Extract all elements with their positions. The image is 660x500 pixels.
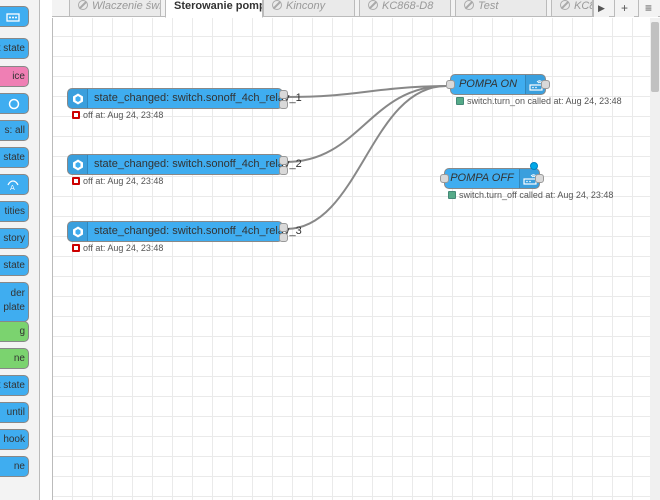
state-changed-node-relay-3[interactable]: state_changed: switch.sonoff_4ch_relay_3	[67, 221, 302, 242]
node-status: switch.turn_on called at: Aug 24, 23:48	[456, 96, 622, 106]
palette-node-call-service[interactable]: ice	[0, 66, 29, 87]
output-port[interactable]	[279, 90, 288, 99]
palette-node-webhook[interactable]: hook	[0, 429, 29, 450]
disabled-icon	[464, 0, 474, 10]
palette-node-circle[interactable]	[0, 93, 29, 114]
node-status: off at: Aug 24, 23:48	[72, 176, 163, 186]
router-icon	[525, 75, 545, 94]
call-service-node-pompa-on[interactable]: POMPA ON	[450, 74, 546, 95]
chevron-right-icon: ▶	[598, 3, 605, 13]
palette-node-trigger-state[interactable]: t state	[0, 375, 29, 396]
node-status: switch.turn_off called at: Aug 24, 23:48	[448, 190, 613, 200]
tab-kincony[interactable]: Kincony	[263, 0, 355, 17]
palette-node-render-template[interactable]: der plate	[0, 282, 29, 322]
disabled-icon	[78, 0, 88, 10]
output-port[interactable]	[541, 80, 550, 89]
palette-node-wait-until[interactable]: until	[0, 402, 29, 423]
tab-sterowanie-pompa[interactable]: Sterowanie pompa	[165, 0, 263, 18]
svg-text:A: A	[10, 184, 15, 191]
status-ok-icon	[456, 97, 464, 105]
node-status: off at: Aug 24, 23:48	[72, 243, 163, 253]
node-status: off at: Aug 24, 23:48	[72, 110, 163, 120]
palette-node-sensor[interactable]: g	[0, 321, 29, 342]
status-ok-icon	[448, 191, 456, 199]
tab-wlaczenie-swiatel[interactable]: Wlaczenie świateł	[69, 0, 161, 17]
hexagon-icon	[68, 89, 88, 108]
vertical-scrollbar[interactable]	[650, 18, 660, 500]
palette-node-zone[interactable]: A	[0, 174, 29, 195]
tab-kc868-d8[interactable]: KC868-D8	[359, 0, 451, 17]
list-icon: ≡	[644, 1, 652, 15]
palette-node-events-all[interactable]: s: all	[0, 120, 29, 141]
palette-node-events-state[interactable]: state	[0, 147, 29, 168]
node-changed-indicator	[530, 162, 538, 170]
list-flows-button[interactable]: ≡	[638, 0, 658, 17]
status-off-icon	[72, 244, 80, 252]
palette-node-zone-time[interactable]: ne	[0, 456, 29, 477]
hexagon-icon	[68, 222, 88, 241]
node-palette: t state ice s: all state A tities story …	[0, 0, 40, 500]
state-changed-node-relay-1[interactable]: state_changed: switch.sonoff_4ch_relay_1	[67, 88, 302, 109]
output-port[interactable]	[279, 233, 288, 242]
circle-icon	[8, 98, 20, 109]
zone-icon: A	[7, 179, 19, 191]
tab-kc8[interactable]: KC8	[551, 0, 593, 17]
status-off-icon	[72, 111, 80, 119]
palette-node-current-state[interactable]: t state	[0, 38, 29, 59]
palette-node-events[interactable]	[0, 6, 29, 27]
disabled-icon	[368, 0, 378, 10]
palette-node-poll-state[interactable]: state	[0, 255, 29, 276]
tab-bar: Wlaczenie świateł Sterowanie pompa Kinco…	[52, 0, 660, 18]
call-service-node-pompa-off[interactable]: POMPA OFF	[444, 168, 540, 189]
disabled-icon	[272, 0, 282, 10]
input-port[interactable]	[446, 80, 455, 89]
disabled-icon	[560, 0, 570, 10]
state-changed-node-relay-2[interactable]: state_changed: switch.sonoff_4ch_relay_2	[67, 154, 302, 175]
plus-icon: +	[620, 1, 628, 15]
output-port[interactable]	[279, 166, 288, 175]
palette-node-get-history[interactable]: story	[0, 228, 29, 249]
palette-node-time[interactable]: ne	[0, 348, 29, 369]
hexagon-icon	[68, 155, 88, 174]
palette-node-get-entities[interactable]: tities	[0, 201, 29, 222]
output-port[interactable]	[279, 100, 288, 109]
output-port[interactable]	[535, 174, 544, 183]
events-icon	[6, 12, 20, 22]
input-port[interactable]	[440, 174, 449, 183]
tab-scroll-right-button[interactable]: ▶	[593, 0, 609, 17]
vertical-scrollbar-thumb[interactable]	[651, 22, 659, 92]
tab-test[interactable]: Test	[455, 0, 547, 17]
output-port[interactable]	[279, 223, 288, 232]
output-port[interactable]	[279, 156, 288, 165]
status-off-icon	[72, 177, 80, 185]
add-tab-button[interactable]: +	[614, 0, 634, 17]
